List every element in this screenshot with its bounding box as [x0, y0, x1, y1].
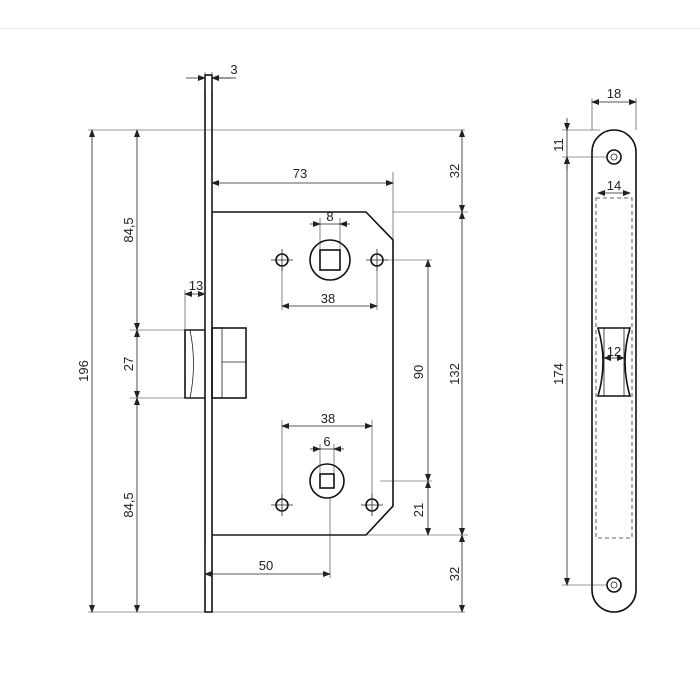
- strike-dimension-lines: [564, 99, 637, 586]
- dim-upper-offset: 84,5: [121, 217, 136, 242]
- dim-strike-length: 174: [551, 363, 566, 385]
- dim-faceplate-thickness: 3: [230, 62, 237, 77]
- dim-spindle-square: 8: [326, 209, 333, 224]
- strike-screw-hole-bottom: [606, 577, 622, 593]
- latch-bolt: [184, 327, 247, 399]
- dim-case-bottom-margin: 32: [447, 567, 462, 581]
- header-divider: [0, 28, 700, 29]
- dim-backset: 50: [259, 558, 273, 573]
- lower-thumbturn-follower: [309, 463, 345, 499]
- dim-total-height: 196: [76, 360, 91, 382]
- extension-lines: [88, 72, 468, 613]
- upper-spindle-follower: [309, 239, 351, 281]
- strike-plate: [591, 129, 637, 613]
- dim-strike-inner-width: 14: [607, 178, 621, 193]
- dim-strike-width: 18: [607, 86, 621, 101]
- dim-thumbturn-square: 6: [323, 434, 330, 449]
- dimension-labels: 3 196 84,5 27 84,5 13 73 32 132 32 8 38 …: [76, 62, 462, 581]
- dim-lower-offset: 84,5: [121, 492, 136, 517]
- dim-lower-screw-spacing: 38: [321, 411, 335, 426]
- dim-center-distance: 90: [411, 365, 426, 379]
- lock-body-view: [184, 74, 394, 613]
- strike-pocket: [595, 197, 633, 539]
- strike-screw-hole-top: [606, 149, 622, 165]
- dim-latch-height: 27: [121, 357, 136, 371]
- dim-upper-screw-spacing: 38: [321, 291, 335, 306]
- dim-strike-latch-width: 12: [607, 344, 621, 359]
- dimension-lines: [89, 75, 465, 613]
- strike-plate-view: [591, 129, 637, 613]
- dim-strike-hole-offset: 11: [551, 138, 566, 152]
- faceplate: [204, 74, 213, 613]
- dim-latch-projection: 13: [189, 278, 203, 293]
- lock-case: [212, 211, 394, 536]
- strike-extension-lines: [562, 98, 637, 586]
- dim-case-height: 132: [447, 363, 462, 385]
- dim-bottom-hole-offset: 21: [411, 503, 426, 517]
- strike-dimension-labels: 18 11 14 174 12: [551, 86, 621, 385]
- dim-case-top-margin: 32: [447, 164, 462, 178]
- dim-backset-width: 73: [293, 166, 307, 181]
- strike-latch-opening: [596, 327, 632, 397]
